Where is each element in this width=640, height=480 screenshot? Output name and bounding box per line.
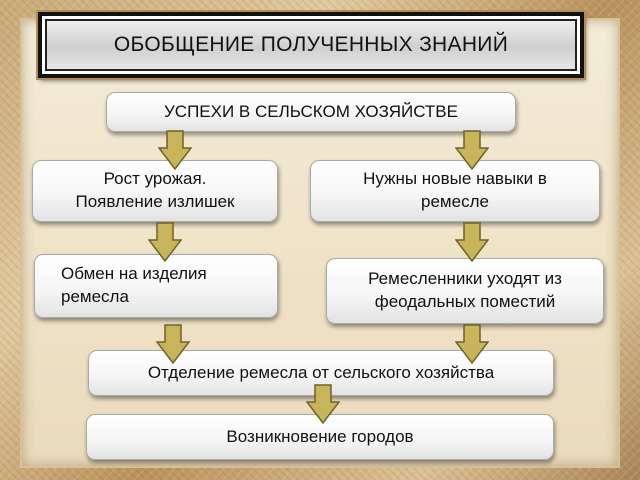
node-label-line: Ремесленники уходят из	[368, 269, 562, 289]
flow-arrow-down-icon	[156, 324, 190, 364]
node-label-line: Рост урожая.	[103, 169, 207, 189]
flow-arrow-down-icon	[455, 324, 489, 364]
node-craft-exchange: Обмен на изделия ремесла	[34, 254, 278, 318]
flow-arrow-down-icon	[455, 222, 489, 262]
node-label-line: ремесла	[61, 287, 129, 306]
node-label-line: Появление излишек	[75, 192, 235, 211]
node-label: Отделение ремесла от сельского хозяйства	[147, 362, 495, 382]
node-new-skills: Нужны новые навыки в ремесле	[310, 160, 600, 222]
flow-arrow-down-icon	[306, 384, 340, 424]
slide-title-box: ОБОБЩЕНИЕ ПОЛУЧЕННЫХ ЗНАНИЙ	[36, 10, 586, 80]
node-label: Возникновение городов	[226, 426, 414, 446]
node-label: УСПЕХИ В СЕЛЬСКОМ ХОЗЯЙСТВЕ	[164, 101, 458, 121]
node-label-line: Нужны новые навыки в	[363, 169, 547, 189]
node-label-line: феодальных поместий	[374, 292, 556, 311]
title-inner-panel	[45, 19, 577, 71]
node-harvest-growth: Рост урожая. Появление излишек	[32, 160, 278, 222]
node-agriculture-success: УСПЕХИ В СЕЛЬСКОМ ХОЗЯЙСТВЕ	[106, 92, 516, 132]
flow-arrow-down-icon	[148, 222, 182, 262]
node-artisans-leave: Ремесленники уходят из феодальных помест…	[326, 258, 604, 324]
flow-arrow-down-icon	[455, 130, 489, 170]
flow-arrow-down-icon	[158, 130, 192, 170]
node-label-line: Обмен на изделия	[61, 264, 207, 284]
node-label-line: ремесле	[421, 192, 489, 211]
slide-title: ОБОБЩЕНИЕ ПОЛУЧЕННЫХ ЗНАНИЙ	[113, 33, 509, 56]
